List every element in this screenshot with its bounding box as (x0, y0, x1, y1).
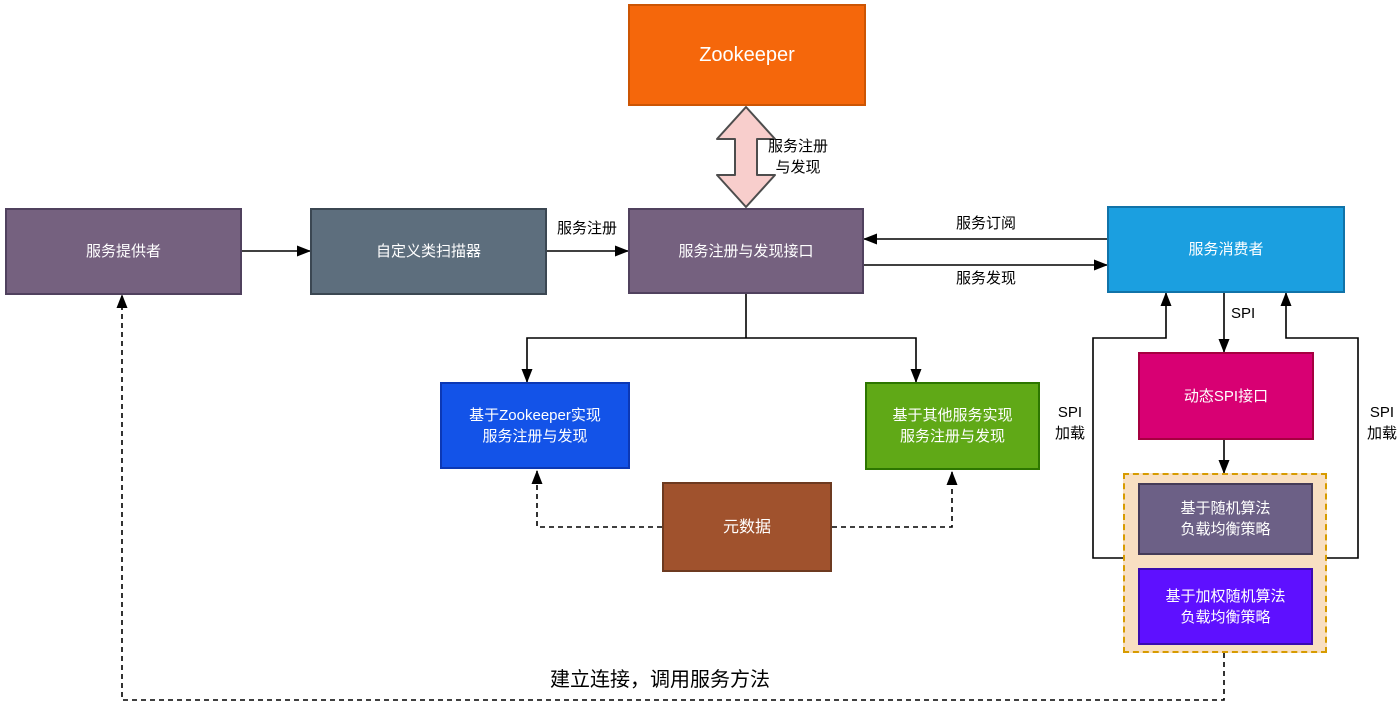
node-registry-interface: 服务注册与发现接口 (628, 208, 864, 294)
node-service-consumer: 服务消费者 (1107, 206, 1345, 293)
label-service-subscribe: 服务订阅 (955, 215, 1016, 232)
label-spi-load-left: SPI 加载 (1054, 404, 1085, 442)
node-random-lb-strategy: 基于随机算法 负载均衡策略 (1138, 483, 1313, 555)
edge-interface-to-other-impl (746, 337, 922, 383)
label-spi-load-right: SPI 加载 (1366, 404, 1397, 442)
node-weighted-random-lb-strategy: 基于加权随机算法 负载均衡策略 (1138, 568, 1313, 645)
node-dynamic-spi-interface: 动态SPI接口 (1138, 352, 1314, 440)
node-class-scanner: 自定义类扫描器 (310, 208, 547, 295)
node-other-service-impl: 基于其他服务实现 服务注册与发现 (865, 382, 1040, 470)
edge-interface-to-zookeeper-impl (521, 337, 746, 383)
label-zookeeper-sync: 服务注册 与发现 (767, 138, 828, 176)
node-metadata: 元数据 (662, 482, 832, 572)
label-service-discover: 服务发现 (955, 270, 1016, 287)
edge-spi-load-right (1280, 292, 1359, 559)
edge-metadata-to-zookeeper-impl (531, 470, 662, 528)
node-service-provider: 服务提供者 (5, 208, 242, 295)
label-establish-connection: 建立连接，调用服务方法 (550, 669, 770, 691)
edge-metadata-to-other-impl (832, 471, 958, 528)
edge-spi-load-left (1092, 292, 1172, 559)
zookeeper-sync-double-arrow-icon (716, 106, 776, 208)
edge-connect-to-provider (116, 294, 1225, 701)
label-service-register: 服务注册 (556, 220, 617, 237)
label-spi: SPI (1231, 305, 1256, 322)
node-zookeeper: Zookeeper (628, 4, 866, 106)
node-zookeeper-impl: 基于Zookeeper实现 服务注册与发现 (440, 382, 630, 469)
